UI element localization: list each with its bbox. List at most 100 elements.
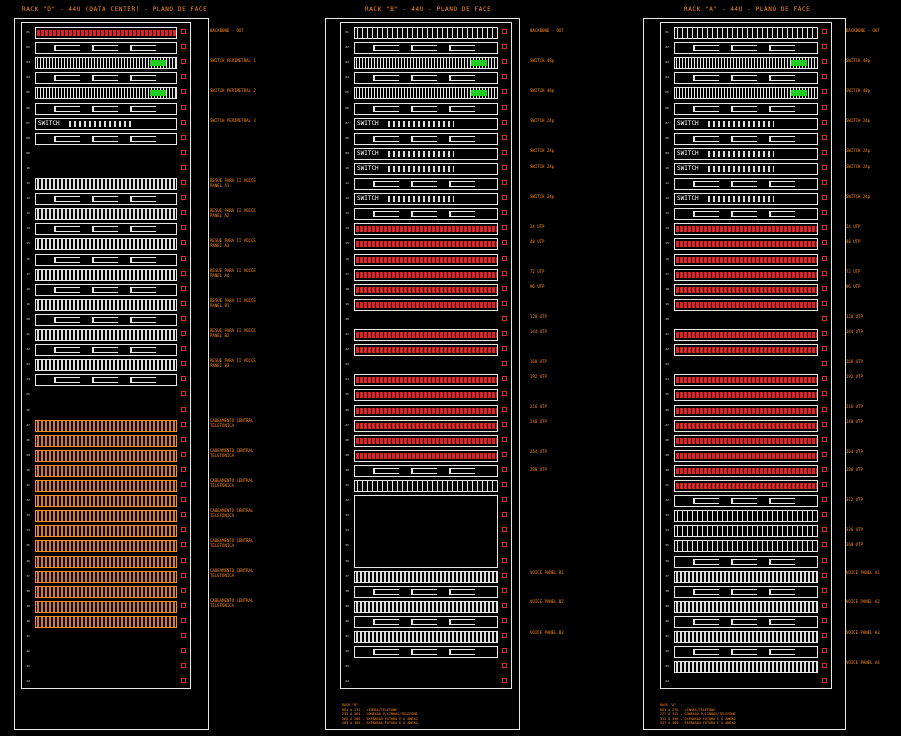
utp-patch-panel	[674, 238, 818, 251]
utp-patch-panel	[674, 449, 818, 462]
rack-mount-hole	[822, 587, 827, 593]
cable-manager	[354, 464, 498, 477]
telephony-panel	[35, 495, 177, 508]
cable-manager	[35, 223, 177, 236]
switch-24p	[354, 147, 498, 160]
rack-mount-hole	[502, 29, 507, 34]
rack-mount-hole	[502, 149, 507, 155]
cable-manager	[354, 102, 498, 115]
rack-mount-hole	[822, 74, 827, 80]
device-label: 168 UTP	[530, 359, 547, 364]
rack-mount-hole	[181, 104, 186, 110]
rack-mount-hole	[181, 406, 186, 412]
rack-mount-hole	[822, 315, 827, 321]
rack-unit-number: 40	[26, 618, 30, 623]
cable-manager	[35, 283, 177, 296]
rack-unit-number: 20	[665, 316, 669, 321]
rack-mount-hole	[822, 678, 827, 684]
rack-mount-hole	[181, 119, 186, 125]
cable-manager	[354, 178, 498, 191]
rack-unit-number: 01	[26, 30, 30, 34]
rack-unit-number: 19	[345, 301, 349, 306]
rack-mount-hole	[181, 225, 186, 231]
rack-mount-hole	[822, 572, 827, 578]
rack-unit-number: 28	[26, 437, 30, 442]
voice-panel	[35, 329, 177, 342]
utp-patch-panel	[354, 449, 498, 462]
rack-unit-number: 40	[345, 618, 349, 623]
rack-unit-number: 39	[665, 603, 669, 608]
voice-panel	[35, 238, 177, 251]
rack-mount-hole	[181, 421, 186, 427]
device-label: 312 UTP	[846, 497, 863, 502]
utp-patch-panel	[674, 510, 818, 523]
rack-mount-hole	[822, 617, 827, 623]
rack-mount-hole	[502, 361, 507, 367]
rack-mount-hole	[502, 331, 507, 336]
rack-mount-hole	[502, 512, 507, 518]
rack-mount-hole	[181, 210, 186, 216]
utp-patch-panel	[674, 298, 818, 311]
utp-patch-panel	[674, 389, 818, 402]
rack-b-note: RACK "B" 001 A 232 - LINHAS/TELEFONE 233…	[342, 703, 418, 725]
device-label: 240 UTP	[846, 419, 863, 424]
device-label: 72 UTP	[846, 269, 861, 274]
rack-unit-number: 37	[665, 573, 669, 578]
rack-unit-number: 36	[345, 558, 349, 563]
rack-mount-hole	[502, 240, 507, 246]
rack-unit-number: 28	[665, 437, 669, 442]
rack-unit-number: 16	[665, 256, 669, 261]
rack-unit-number: 14	[665, 226, 669, 231]
rack-mount-hole	[502, 74, 507, 80]
rack-unit-number: 11	[26, 181, 30, 185]
telephony-panel	[35, 480, 177, 493]
rack-unit-number: 22	[665, 347, 669, 352]
device-label: 72 UTP	[530, 269, 545, 274]
voice-panel	[35, 178, 177, 191]
rack-mount-hole	[822, 648, 827, 654]
rack-mount-hole	[181, 270, 186, 276]
rack-mount-hole	[181, 497, 186, 503]
device-label: RESUE PARA II VOICE PANEL B2	[210, 328, 256, 338]
utp-patch-panel	[354, 419, 498, 432]
rack-unit-number: 30	[665, 467, 669, 472]
rack-unit-number: 22	[26, 347, 30, 352]
rack-unit-number: 17	[26, 271, 30, 276]
rack-b-enclosure	[325, 18, 520, 730]
telephony-panel	[35, 525, 177, 538]
rack-a-enclosure	[643, 18, 846, 730]
rack-unit-number: 18	[345, 286, 349, 291]
device-label: SWITCH 24p	[530, 148, 555, 153]
rack-unit-number: 13	[665, 211, 669, 216]
rack-mount-hole	[181, 180, 186, 185]
utp-patch-panel	[674, 329, 818, 342]
voice-panel	[674, 631, 818, 644]
cable-manager	[674, 555, 818, 568]
rack-mount-hole	[181, 285, 186, 291]
rack-mount-hole	[822, 255, 827, 261]
rack-mount-hole	[502, 391, 507, 397]
rack-mount-hole	[502, 421, 507, 427]
device-label: VOICE PANEL A2	[846, 599, 880, 604]
rack-unit-number: 01	[665, 30, 669, 34]
rack-unit-number: 25	[665, 392, 669, 397]
rack-mount-hole	[502, 376, 507, 382]
rack-unit-number: 12	[665, 196, 669, 201]
rack-mount-hole	[822, 451, 827, 457]
rack-unit-number: 28	[345, 437, 349, 442]
device-label: RESUE PARA II VOICE PANEL B1	[210, 298, 256, 308]
rack-unit-number: 41	[345, 634, 349, 638]
rack-mount-hole	[181, 648, 186, 654]
rack-unit-number: 14	[345, 226, 349, 231]
rack-mount-hole	[822, 331, 827, 336]
rack-unit-number: 12	[345, 196, 349, 201]
rack-mount-hole	[502, 663, 507, 669]
telephony-panel	[35, 600, 177, 613]
rack-rail-r	[501, 27, 509, 684]
rack-unit-number: 04	[345, 75, 349, 80]
rack-unit-number: 32	[26, 498, 30, 503]
rack-mount-hole	[822, 89, 827, 95]
device-label: SWITCH 24p	[846, 164, 871, 169]
switch-24p	[674, 193, 818, 206]
